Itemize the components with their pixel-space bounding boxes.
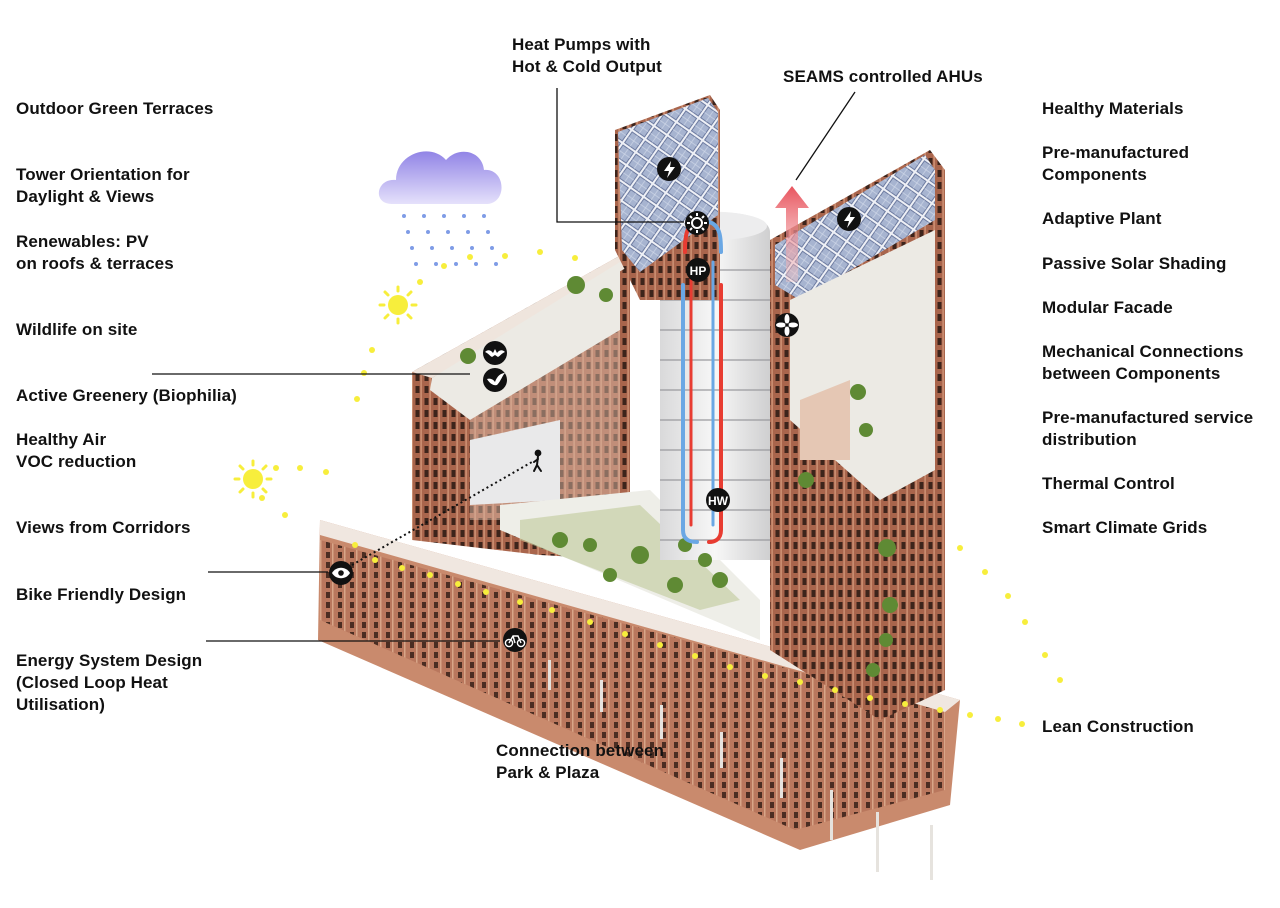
label-line: Components xyxy=(1042,165,1147,184)
label-line: Park & Plaza xyxy=(496,763,600,782)
label-line: between Components xyxy=(1042,364,1221,383)
eye-icon xyxy=(329,561,353,585)
label-line: Views from Corridors xyxy=(16,518,191,537)
bicycle-icon xyxy=(503,628,527,652)
hot-water-marker-label: HW xyxy=(708,494,729,508)
label-connection-park-plaza: Connection between Park & Plaza xyxy=(496,740,664,784)
label-line: Passive Solar Shading xyxy=(1042,254,1227,273)
heat-pump-marker-label: HP xyxy=(690,264,707,278)
trees xyxy=(460,276,898,677)
right-wing xyxy=(770,150,945,720)
label-passive-solar-shading: Passive Solar Shading xyxy=(1042,253,1226,275)
label-line: Active Greenery (Biophilia) xyxy=(16,386,237,405)
label-line: Bike Friendly Design xyxy=(16,585,187,604)
label-line: (Closed Loop Heat xyxy=(16,673,168,692)
label-line: Outdoor Green Terraces xyxy=(16,99,214,118)
label-active-greenery: Active Greenery (Biophilia) xyxy=(16,385,237,407)
leader-lines xyxy=(152,88,856,642)
bat-icon xyxy=(483,341,507,365)
label-wildlife-on-site: Wildlife on site xyxy=(16,319,137,341)
label-line: Modular Facade xyxy=(1042,298,1173,317)
solar-panel-lightning-icon xyxy=(657,157,681,181)
label-healthy-air: Healthy Air VOC reduction xyxy=(16,429,136,473)
sun-icon xyxy=(378,285,418,325)
building-left-wing xyxy=(412,250,640,560)
label-energy-system-design: Energy System Design (Closed Loop Heat U… xyxy=(16,650,202,716)
label-tower-orientation: Tower Orientation for Daylight & Views xyxy=(16,164,190,208)
label-line: Wildlife on site xyxy=(16,320,138,339)
heat-pump-marker: HP xyxy=(686,258,710,282)
label-renewables-pv: Renewables: PV on roofs & terraces xyxy=(16,231,174,275)
label-adaptive-plant: Adaptive Plant xyxy=(1042,208,1161,230)
label-line: Lean Construction xyxy=(1042,717,1194,736)
sun-icon xyxy=(233,459,273,499)
heat-pump-gear-icon xyxy=(685,211,709,235)
label-line: Tower Orientation for xyxy=(16,165,190,184)
sun-path-lower xyxy=(259,465,1025,727)
hot-water-marker: HW xyxy=(706,488,730,512)
label-outdoor-green-terraces: Outdoor Green Terraces xyxy=(16,98,213,120)
bird-icon xyxy=(483,368,507,392)
rain-cloud-icon xyxy=(378,151,502,266)
label-pre-manufactured-components: Pre-manufactured Components xyxy=(1042,142,1189,186)
fan-icon xyxy=(775,313,799,337)
solar-panel-lightning-icon xyxy=(837,207,861,231)
label-line: distribution xyxy=(1042,430,1137,449)
label-line: Adaptive Plant xyxy=(1042,209,1162,228)
courtyard xyxy=(500,490,760,640)
label-line: Healthy Materials xyxy=(1042,99,1184,118)
label-line: Smart Climate Grids xyxy=(1042,518,1208,537)
label-pre-manufactured-service-distribution: Pre-manufactured service distribution xyxy=(1042,407,1253,451)
closed-loop-heat-pipes xyxy=(681,220,723,544)
label-line: Hot & Cold Output xyxy=(512,57,662,76)
label-healthy-materials: Healthy Materials xyxy=(1042,98,1184,120)
airflow-arrow-icon xyxy=(775,186,809,282)
label-thermal-control: Thermal Control xyxy=(1042,473,1175,495)
walking-person-icon xyxy=(533,449,542,472)
label-line: Renewables: PV xyxy=(16,232,149,251)
label-line: SEAMS controlled AHUs xyxy=(783,67,983,86)
label-seams-controlled-ahus: SEAMS controlled AHUs xyxy=(783,66,983,88)
label-line: Thermal Control xyxy=(1042,474,1175,493)
label-modular-facade: Modular Facade xyxy=(1042,297,1173,319)
label-mechanical-connections: Mechanical Connections between Component… xyxy=(1042,341,1244,385)
label-line: Energy System Design xyxy=(16,651,203,670)
label-line: Daylight & Views xyxy=(16,187,155,206)
label-line: Pre-manufactured xyxy=(1042,143,1190,162)
label-line: Connection between xyxy=(496,741,665,760)
label-line: Pre-manufactured service xyxy=(1042,408,1254,427)
label-line: Utilisation) xyxy=(16,695,106,714)
label-line: VOC reduction xyxy=(16,452,137,471)
label-line: Healthy Air xyxy=(16,430,107,449)
label-line: Heat Pumps with xyxy=(512,35,651,54)
label-line: Mechanical Connections xyxy=(1042,342,1244,361)
label-heat-pumps: Heat Pumps with Hot & Cold Output xyxy=(512,34,662,78)
label-views-from-corridors: Views from Corridors xyxy=(16,517,191,539)
label-smart-climate-grids: Smart Climate Grids xyxy=(1042,517,1207,539)
label-line: on roofs & terraces xyxy=(16,254,174,273)
label-lean-construction: Lean Construction xyxy=(1042,716,1194,738)
label-bike-friendly-design: Bike Friendly Design xyxy=(16,584,186,606)
